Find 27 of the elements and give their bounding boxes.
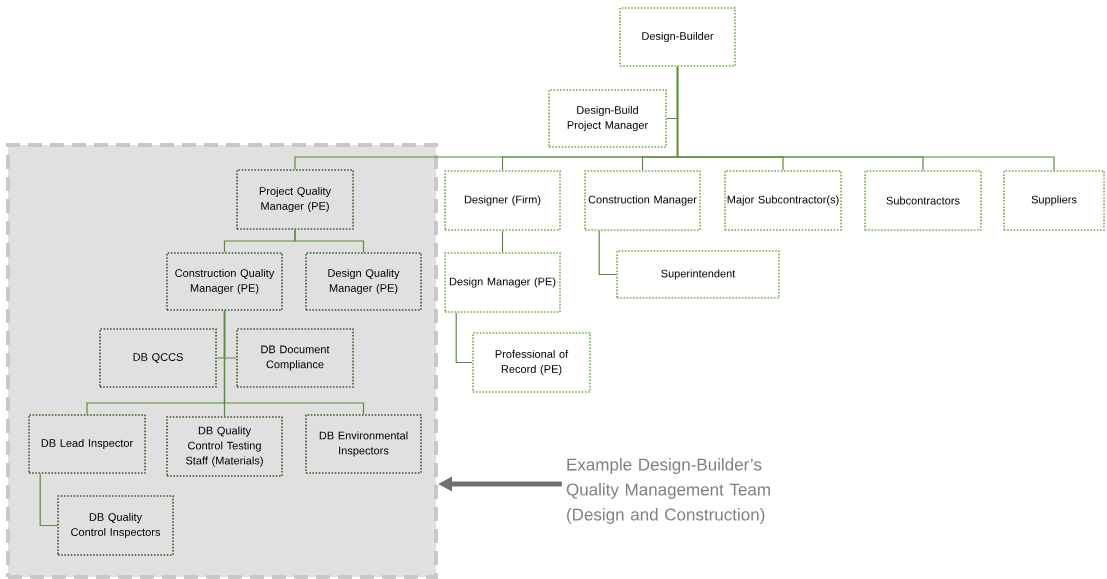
org-box: DB Environmental Inspectors xyxy=(305,414,422,474)
connector-line xyxy=(676,66,1055,171)
org-box: Construction Quality Manager (PE) xyxy=(166,252,283,311)
org-box: Suppliers xyxy=(1003,170,1105,231)
callout-text: Example Design-Builder’s Quality Management Team (Design and Construction) xyxy=(566,458,770,524)
org-box: Project Quality Manager (PE) xyxy=(236,169,354,230)
org-box: DB Quality Control Inspectors xyxy=(57,495,174,556)
org-box: DB QCCS xyxy=(99,328,217,388)
org-box: Professional of Record (PE) xyxy=(472,332,591,393)
org-box: Design-Builder xyxy=(619,7,736,67)
org-box: Subcontractors xyxy=(864,170,982,231)
org-box: Design-Build Project Manager xyxy=(548,89,667,148)
org-box: DB Quality Control Testing Staff (Materials) xyxy=(166,416,283,477)
connector-line xyxy=(223,310,365,415)
org-box: Superintendent xyxy=(616,250,780,299)
org-box: DB Document Compliance xyxy=(236,328,354,388)
org-box: Design Quality Manager (PE) xyxy=(305,252,422,311)
connector-line xyxy=(501,230,504,253)
connector-line xyxy=(455,312,473,364)
org-box: Construction Manager xyxy=(584,170,701,231)
connector-line xyxy=(39,473,58,527)
connector-line xyxy=(294,229,365,253)
org-box: Designer (Firm) xyxy=(444,170,561,231)
org-box: Design Manager (PE) xyxy=(444,252,561,313)
org-box: Major Subcontractor(s) xyxy=(724,170,842,231)
org-box: DB Lead Inspector xyxy=(28,414,146,474)
connector-line xyxy=(598,230,617,276)
